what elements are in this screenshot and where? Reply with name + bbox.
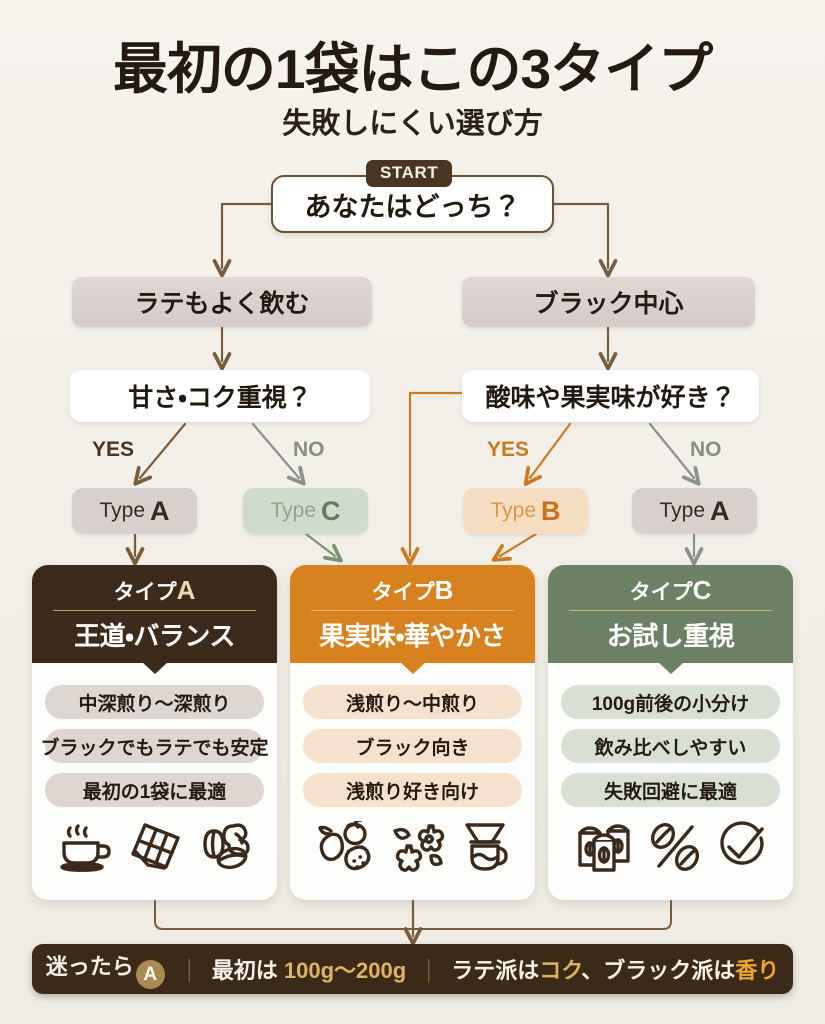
card-pill: ブラック向き [303,729,522,763]
card-pill: 中深煎り〜深煎り [45,685,264,719]
card-header: タイプC お試し重視 [548,565,793,674]
footer-advice-kaori: 香り [735,958,780,983]
result-card-type-c[interactable]: タイプC お試し重視 100g前後の小分け 飲み比べしやすい 失敗回避に最適 [548,565,793,900]
card-pill-list: 100g前後の小分け 飲み比べしやすい 失敗回避に最適 [548,663,793,807]
card-kind: タイプC [630,575,712,606]
footer-divider-1: ｜ [177,958,201,984]
no-label-left: NO [293,438,325,461]
yes-label-left: YES [92,438,135,461]
card-pill: 浅煎り〜中煎り [303,685,522,719]
card-name: 王道・バランス [74,621,235,652]
footer-divider-2: ｜ [417,958,441,984]
coffee-bags-icon [577,824,630,872]
question-sweetness-box[interactable]: 甘さ・コク重視？ [70,370,370,422]
result-card-type-a[interactable]: タイプA 王道・バランス 中深煎り〜深煎り ブラックでもラテでも安定 最初の1袋… [32,565,277,900]
footer-amount-value: 100g〜200g [283,958,407,983]
card-kind-letter: C [692,574,712,605]
type-chip-prefix: Type [270,499,317,522]
card-pill: 飲み比べしやすい [561,729,780,763]
card-pill-list: 中深煎り〜深煎り ブラックでもラテでも安定 最初の1袋に最適 [32,663,277,807]
type-chip-prefix: Type [99,499,146,522]
card-pill: 浅煎り好き向け [303,773,522,807]
card-icon-row [290,821,535,873]
footer-type-badge: A [135,960,165,990]
branch-latte-box[interactable]: ラテもよく飲む [72,277,372,327]
no-label-right: NO [690,438,722,461]
footer-choose-label: 迷ったら [45,953,134,979]
type-chip-a-left[interactable]: Type A [72,488,197,534]
coffee-cup-icon [59,824,111,872]
card-kind-letter: B [434,574,454,605]
card-kind-letter: A [176,574,196,605]
fruit-icon [317,821,370,871]
footer-advice-latte: ラテ派は [451,958,540,983]
check-circle-icon [719,821,764,865]
card-kind-prefix: タイプ [629,580,693,604]
footer-advice-black: 、ブラック派は [581,958,736,983]
card-pill: 最初の1袋に最適 [45,773,264,807]
card-header: タイプB 果実味・華やかさ [290,565,535,674]
card-icon-row [548,821,793,873]
chocolate-bar-icon [130,823,180,870]
branch-latte-label: ラテもよく飲む [134,290,310,318]
question-sweetness-label: 甘さ・コク重視？ [128,384,312,412]
card-pill: ブラックでもラテでも安定 [41,729,269,763]
header-notch-icon [657,662,684,674]
card-pill: 失敗回避に最適 [561,773,780,807]
type-chip-b[interactable]: Type B [463,488,588,534]
header-notch-icon [399,662,426,674]
footer-segment-amount: 最初は 100g〜200g [212,953,406,985]
footer-amount-label: 最初は [211,958,278,983]
card-kind-prefix: タイプ [371,580,435,604]
question-acidity-label: 酸味や果実味が好き？ [485,384,736,412]
type-chip-c[interactable]: Type C [243,488,368,534]
start-badge: START [366,160,453,187]
branch-black-label: ブラック中心 [533,290,684,318]
page-title: 最初の1袋はこの3タイプ [112,38,713,100]
flower-icon [392,824,444,872]
start-question-box[interactable]: あなたはどっち？ [271,175,554,233]
type-chip-letter: A [710,495,730,526]
card-pill-list: 浅煎り〜中煎り ブラック向き 浅煎り好き向け [290,663,535,807]
nut-bean-icon [202,823,250,870]
result-card-type-b[interactable]: タイプB 果実味・華やかさ 浅煎り〜中煎り ブラック向き 浅煎り好き向け [290,565,535,900]
card-icon-row [32,821,277,873]
type-chip-letter: B [541,495,561,526]
footer-segment-advice: ラテ派はコク、ブラック派は香り [451,953,779,985]
card-name: 果実味・華やかさ [319,621,506,652]
pour-over-dripper-icon [464,823,508,871]
card-pill: 100g前後の小分け [561,685,780,719]
card-header: タイプA 王道・バランス [32,565,277,674]
yes-label-right: YES [487,438,530,461]
header-divider [52,609,257,612]
card-kind: タイプA [114,575,196,606]
header-divider [310,609,515,612]
question-acidity-box[interactable]: 酸味や果実味が好き？ [462,370,759,422]
page-subtitle: 失敗しにくい選び方 [282,108,543,140]
header-divider [568,609,773,612]
type-chip-prefix: Type [490,499,537,522]
footer-advice-koku: コク [539,958,582,983]
type-chip-prefix: Type [659,499,706,522]
type-chip-a-right[interactable]: Type A [632,488,757,534]
branch-black-box[interactable]: ブラック中心 [462,277,755,327]
type-chip-letter: C [321,495,341,526]
header-notch-icon [141,662,168,674]
type-chip-letter: A [150,495,170,526]
bean-percent-icon [650,823,699,871]
card-kind: タイプB [372,575,454,606]
card-name: お試し重視 [606,621,735,652]
start-question-label: あなたはどっち？ [304,191,521,222]
card-kind-prefix: タイプ [113,580,177,604]
